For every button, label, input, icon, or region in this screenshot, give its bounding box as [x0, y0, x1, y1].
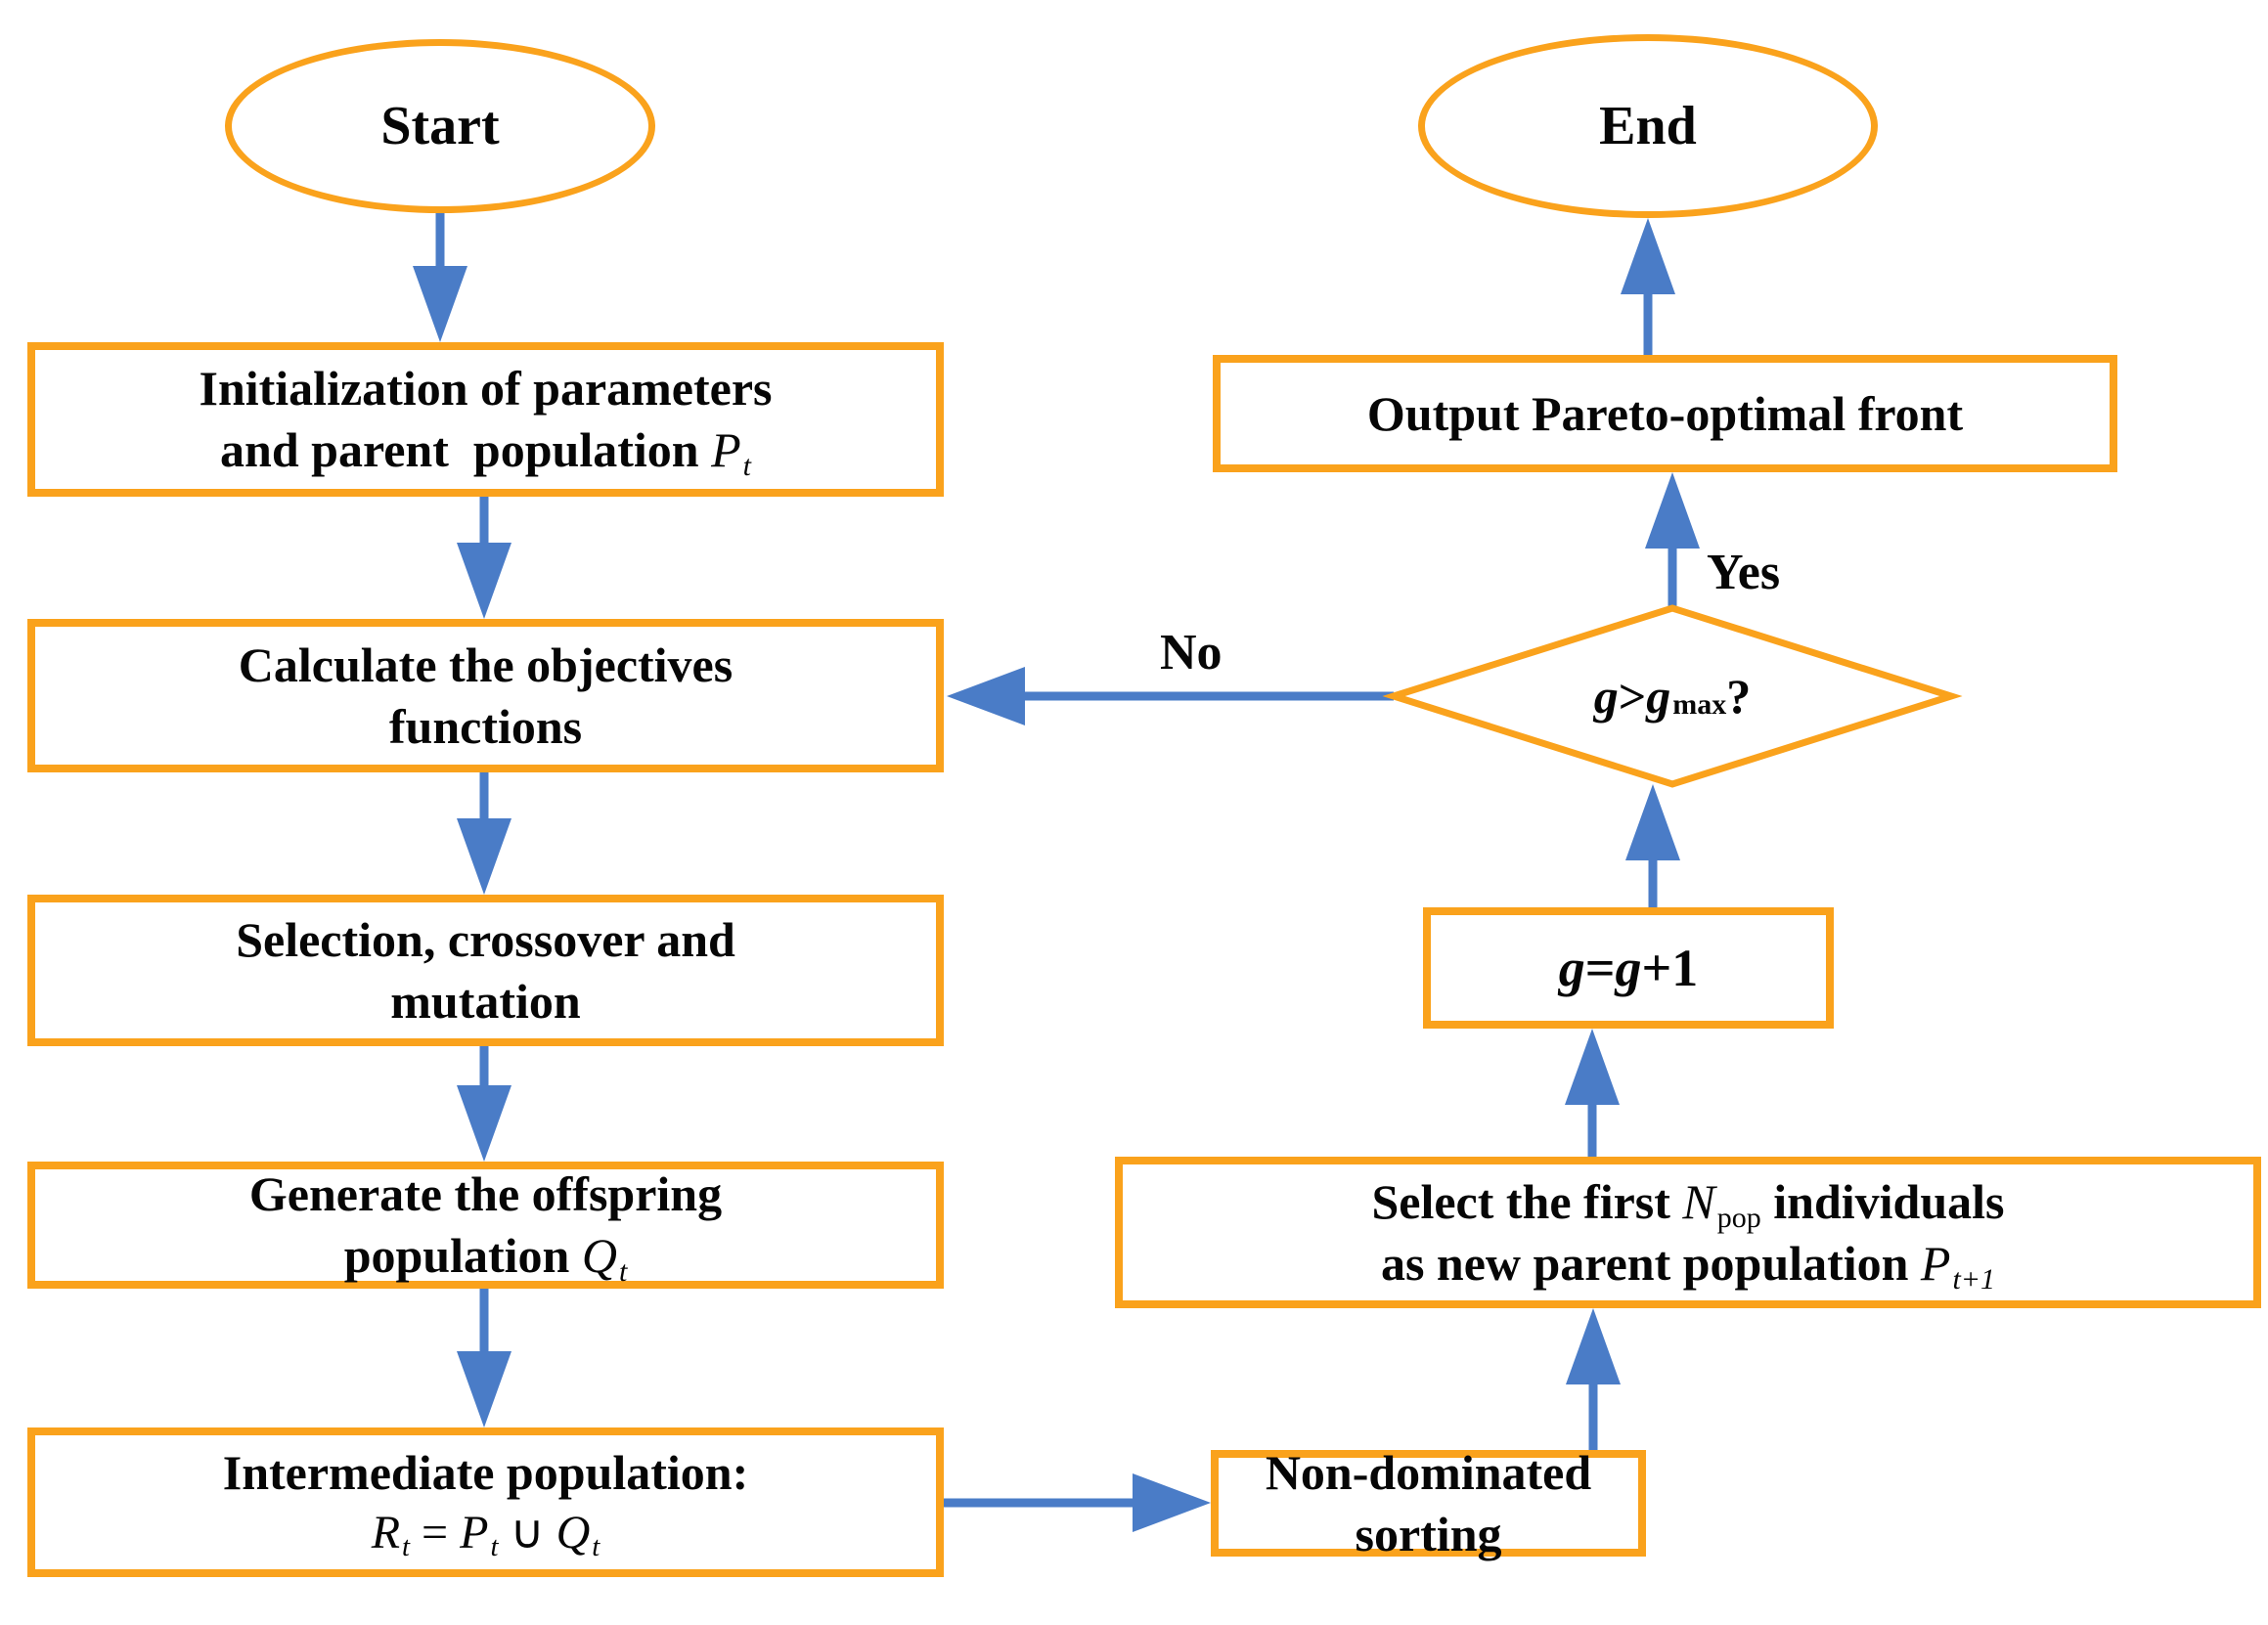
arrow-output-to-end [1621, 218, 1675, 355]
arrow-init-to-calc [457, 495, 511, 619]
select-line2: as new parent population Pt+1 [1380, 1235, 1996, 1296]
yes-label: Yes [1707, 545, 1781, 600]
arrow-calc-to-selection [457, 771, 511, 895]
generate-var-Q: Q [581, 1228, 617, 1283]
intermediate-line1: Intermediate population: [222, 1444, 749, 1500]
arrow-selection-to-generate [457, 1045, 511, 1162]
arrow-increment-to-decision [1625, 784, 1680, 907]
arrow-start-to-init [413, 213, 467, 342]
calc-line2: functions [388, 698, 583, 754]
end-terminator: End [1418, 34, 1878, 218]
decision-diamond-shape [1382, 604, 1963, 788]
selection-line2: mutation [390, 973, 581, 1029]
arrow-select-to-increment [1565, 1029, 1620, 1157]
selection-line1: Selection, crossover and [236, 911, 735, 967]
init-var-P: P [711, 422, 741, 477]
generate-sub-t: t [618, 1255, 628, 1288]
increment-box: g=g+1 [1423, 907, 1834, 1029]
select-var-P: P [1920, 1235, 1951, 1291]
init-sub-t: t [742, 450, 751, 482]
init-box: Initialization of parameters and parent … [27, 342, 944, 497]
arrow-nondominated-to-select [1566, 1308, 1621, 1450]
calc-box: Calculate the objectives functions [27, 619, 944, 772]
start-terminator: Start [225, 39, 655, 213]
increment-label: g=g+1 [1558, 938, 1699, 997]
generate-line2: population Qt [343, 1228, 628, 1288]
nondominated-box: Non-dominated sorting [1211, 1445, 1646, 1561]
no-label: No [1160, 625, 1223, 681]
arrow-intermediate-to-nondominated [941, 1473, 1211, 1532]
select-line1: Select the first Npop individuals [1371, 1173, 2005, 1234]
output-label: Output Pareto-optimal front [1366, 385, 1964, 441]
arrow-decision-to-calc-no [947, 667, 1394, 725]
select-sub-pop: pop [1716, 1201, 1761, 1234]
start-label: Start [380, 95, 500, 156]
output-box: Output Pareto-optimal front [1213, 355, 2117, 472]
select-var-N: N [1682, 1173, 1715, 1229]
nondominated-label: Non-dominated sorting [1265, 1444, 1604, 1561]
init-line2: and parent population Pt [220, 422, 751, 482]
selection-box: Selection, crossover and mutation [27, 895, 944, 1046]
generate-line1: Generate the offspring [248, 1166, 723, 1221]
calc-line1: Calculate the objectives [238, 637, 734, 692]
arrow-generate-to-intermediate [457, 1288, 511, 1427]
select-sub-t1: t+1 [1952, 1262, 1996, 1296]
end-label: End [1599, 95, 1697, 156]
init-line1: Initialization of parameters [199, 361, 773, 416]
decision-sub-max: max [1672, 688, 1727, 721]
select-box: Select the first Npop individuals as new… [1115, 1157, 2261, 1308]
intermediate-formula: Rt = Pt ∪ Qt [371, 1506, 600, 1563]
intermediate-box: Intermediate population: Rt = Pt ∪ Qt [27, 1427, 944, 1577]
union-symbol: ∪ [498, 1506, 556, 1559]
arrow-decision-to-output [1645, 472, 1700, 608]
generate-box: Generate the offspring population Qt [27, 1162, 944, 1289]
